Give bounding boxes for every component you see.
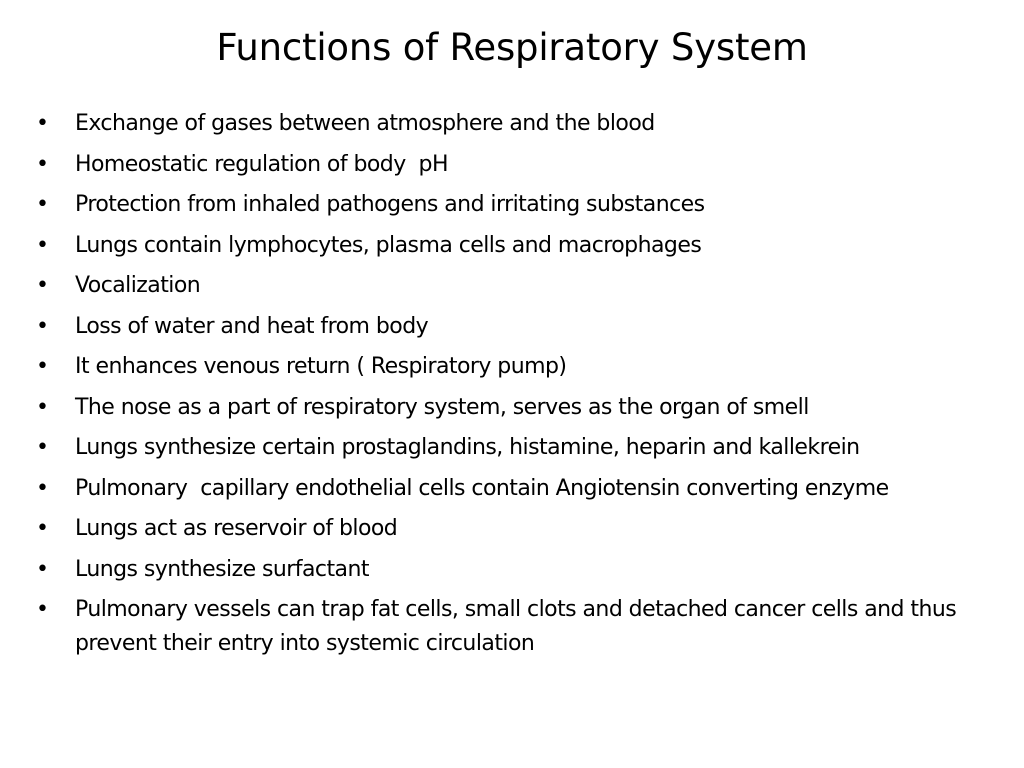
bullet-icon: • bbox=[36, 435, 49, 460]
bullet-icon: • bbox=[36, 111, 49, 136]
bullet-text: Loss of water and heat from body bbox=[75, 313, 429, 339]
bullet-item: • Homeostatic regulation of body pH bbox=[36, 148, 966, 182]
bullet-list: • Exchange of gases between atmosphere a… bbox=[36, 107, 966, 668]
bullet-item: • Lungs act as reservoir of blood bbox=[36, 512, 966, 546]
bullet-text: Vocalization bbox=[75, 273, 201, 298]
bullet-text: Lungs act as reservoir of blood bbox=[75, 516, 398, 541]
bullet-item: • Loss of water and heat from body bbox=[36, 310, 966, 344]
bullet-text: Homeostatic regulation of body pH bbox=[75, 151, 449, 177]
bullet-icon: • bbox=[36, 354, 49, 379]
bullet-icon: • bbox=[36, 151, 49, 177]
bullet-item: • Pulmonary capillary endothelial cells … bbox=[36, 472, 966, 506]
bullet-icon: • bbox=[36, 597, 49, 622]
bullet-item: • Vocalization bbox=[36, 269, 966, 303]
bullet-icon: • bbox=[36, 232, 49, 258]
bullet-item: • It enhances venous return ( Respirator… bbox=[36, 350, 966, 384]
bullet-item: • Exchange of gases between atmosphere a… bbox=[36, 107, 966, 141]
bullet-text: Lungs contain lymphocytes, plasma cells … bbox=[75, 232, 702, 258]
bullet-item: • Pulmonary vessels can trap fat cells, … bbox=[36, 593, 966, 661]
bullet-text: Lungs synthesize surfactant bbox=[75, 556, 370, 582]
bullet-text: Pulmonary capillary endothelial cells co… bbox=[75, 475, 889, 501]
bullet-icon: • bbox=[36, 556, 49, 582]
bullet-icon: • bbox=[36, 475, 49, 501]
bullet-text: It enhances venous return ( Respiratory … bbox=[75, 354, 567, 379]
bullet-item: • Lungs contain lymphocytes, plasma cell… bbox=[36, 229, 966, 263]
bullet-text: The nose as a part of respiratory system… bbox=[75, 394, 809, 420]
bullet-icon: • bbox=[36, 273, 49, 298]
bullet-text: Pulmonary vessels can trap fat cells, sm… bbox=[75, 597, 963, 656]
bullet-item: • Lungs synthesize surfactant bbox=[36, 553, 966, 587]
bullet-text: Exchange of gases between atmosphere and… bbox=[75, 111, 655, 136]
slide-title: Functions of Respiratory System bbox=[216, 26, 808, 69]
bullet-icon: • bbox=[36, 192, 49, 217]
bullet-text: Protection from inhaled pathogens and ir… bbox=[75, 192, 705, 217]
bullet-icon: • bbox=[36, 516, 49, 541]
bullet-item: • The nose as a part of respiratory syst… bbox=[36, 391, 966, 425]
bullet-item: • Protection from inhaled pathogens and … bbox=[36, 188, 966, 222]
bullet-text: Lungs synthesize certain prostaglandins,… bbox=[75, 435, 860, 460]
bullet-icon: • bbox=[36, 394, 49, 420]
bullet-item: • Lungs synthesize certain prostaglandin… bbox=[36, 431, 966, 465]
bullet-icon: • bbox=[36, 313, 49, 339]
